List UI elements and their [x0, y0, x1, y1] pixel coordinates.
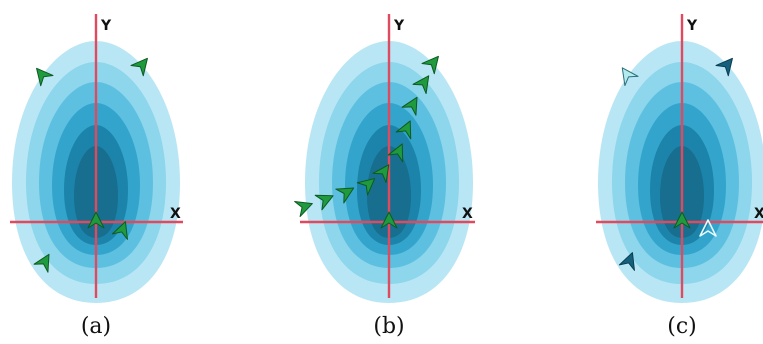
markers — [294, 55, 439, 229]
markers — [33, 57, 148, 273]
dark-arrow-marker — [618, 252, 635, 271]
green-arrow-marker — [421, 55, 439, 75]
dark-arrow-marker — [715, 57, 733, 77]
panel-c: Y X — [596, 14, 763, 303]
green-arrow-marker — [412, 75, 430, 95]
green-arrow-marker — [36, 67, 54, 87]
green-arrow-marker — [401, 96, 418, 116]
green-arrow-marker — [87, 211, 105, 229]
y-axis-label: Y — [393, 18, 405, 34]
y-axis-label: Y — [686, 18, 698, 34]
green-arrow-marker — [33, 253, 50, 273]
outline-arrow-marker — [699, 219, 717, 237]
x-axis-label: X — [170, 206, 181, 222]
green-arrow-marker — [395, 120, 412, 140]
caption-b: (b) — [373, 314, 405, 339]
green-arrow-marker — [356, 178, 376, 196]
green-arrow-marker — [335, 187, 355, 204]
panel-b: Y X — [294, 14, 475, 303]
green-arrow-marker — [673, 211, 691, 229]
green-arrow-marker — [380, 211, 398, 229]
markers — [618, 57, 733, 271]
green-arrow-marker — [294, 201, 313, 218]
x-axis-label: X — [754, 206, 763, 222]
y-axis-label: Y — [100, 18, 112, 34]
green-arrow-marker — [372, 164, 390, 184]
green-arrow-marker — [387, 143, 404, 163]
contour-plot — [305, 41, 473, 303]
panel-a: Y X — [10, 14, 183, 303]
green-arrow-marker — [314, 194, 334, 211]
x-axis-label: X — [462, 206, 473, 222]
green-arrow-marker — [130, 57, 148, 77]
light-arrow-marker — [621, 67, 639, 87]
caption-c: (c) — [667, 314, 697, 339]
caption-a: (a) — [80, 314, 112, 339]
green-arrow-marker — [111, 221, 128, 240]
